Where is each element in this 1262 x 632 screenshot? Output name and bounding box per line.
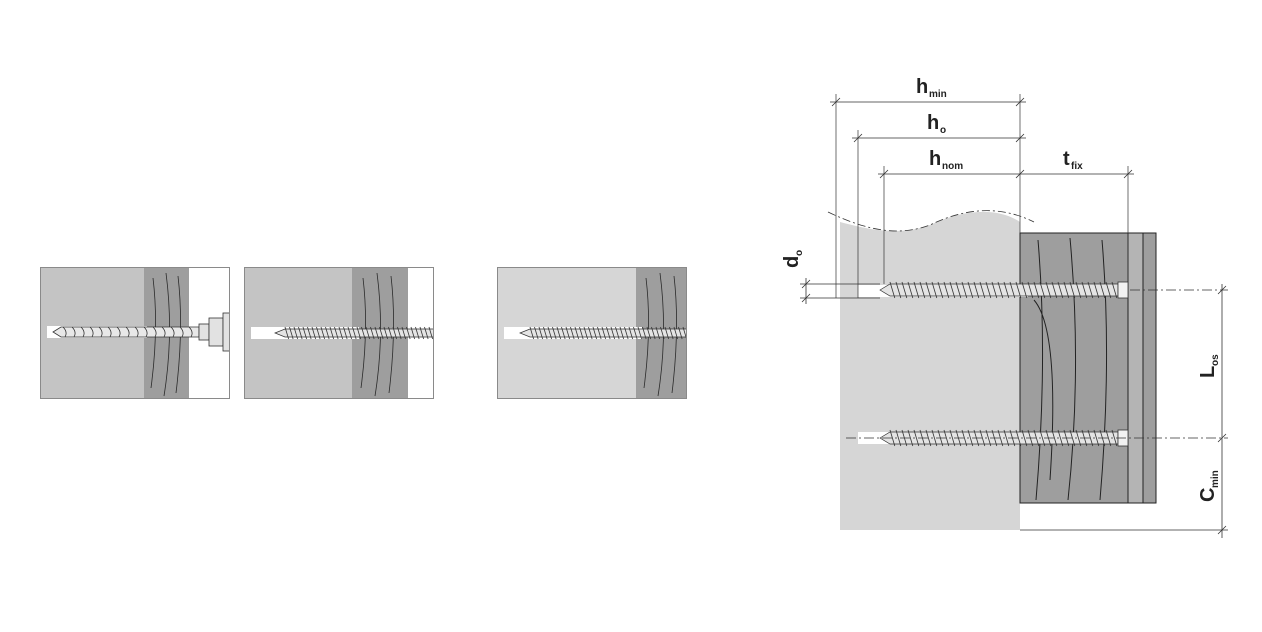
svg-text:h: h xyxy=(927,112,939,134)
drill-bit xyxy=(52,326,200,338)
svg-text:min: min xyxy=(929,89,947,100)
installation-detail-drawing: h min h o h nom t fix d o L os C min xyxy=(781,76,1228,538)
svg-text:L: L xyxy=(1197,366,1219,378)
concrete-screw xyxy=(519,326,686,340)
step-panel-1: 1 xyxy=(40,267,230,399)
label-C-min: C min xyxy=(1197,470,1221,502)
concrete-base xyxy=(840,211,1020,530)
svg-text:o: o xyxy=(940,125,946,136)
dimension-lines xyxy=(801,97,1227,538)
label-t-fix: t fix xyxy=(1063,148,1083,172)
svg-text:o: o xyxy=(794,250,805,256)
label-d-o: d o xyxy=(781,250,805,268)
svg-text:nom: nom xyxy=(942,161,963,172)
svg-text:h: h xyxy=(929,148,941,170)
svg-text:t: t xyxy=(1063,148,1070,170)
svg-text:h: h xyxy=(916,76,928,98)
svg-text:fix: fix xyxy=(1071,161,1083,172)
break-line xyxy=(827,210,1035,232)
label-h-nom: h nom xyxy=(929,148,963,172)
step-panel-2: 2 xyxy=(244,267,434,399)
installed-illustration xyxy=(498,268,686,398)
label-L-os: L os xyxy=(1197,354,1221,378)
svg-text:os: os xyxy=(1210,354,1221,366)
svg-text:d: d xyxy=(781,256,803,268)
step-panel-3: 3 xyxy=(497,267,687,399)
concrete-screw xyxy=(274,326,433,340)
label-h-min: h min xyxy=(916,76,947,100)
wood-member xyxy=(1019,232,1129,504)
svg-text:C: C xyxy=(1197,488,1219,502)
drilling-illustration xyxy=(41,268,229,398)
svg-text:min: min xyxy=(1210,470,1221,488)
drill-chuck xyxy=(198,312,229,352)
label-h-o: h o xyxy=(927,112,946,136)
concrete-screw-upper xyxy=(879,281,1129,299)
screwing-illustration xyxy=(245,268,433,398)
